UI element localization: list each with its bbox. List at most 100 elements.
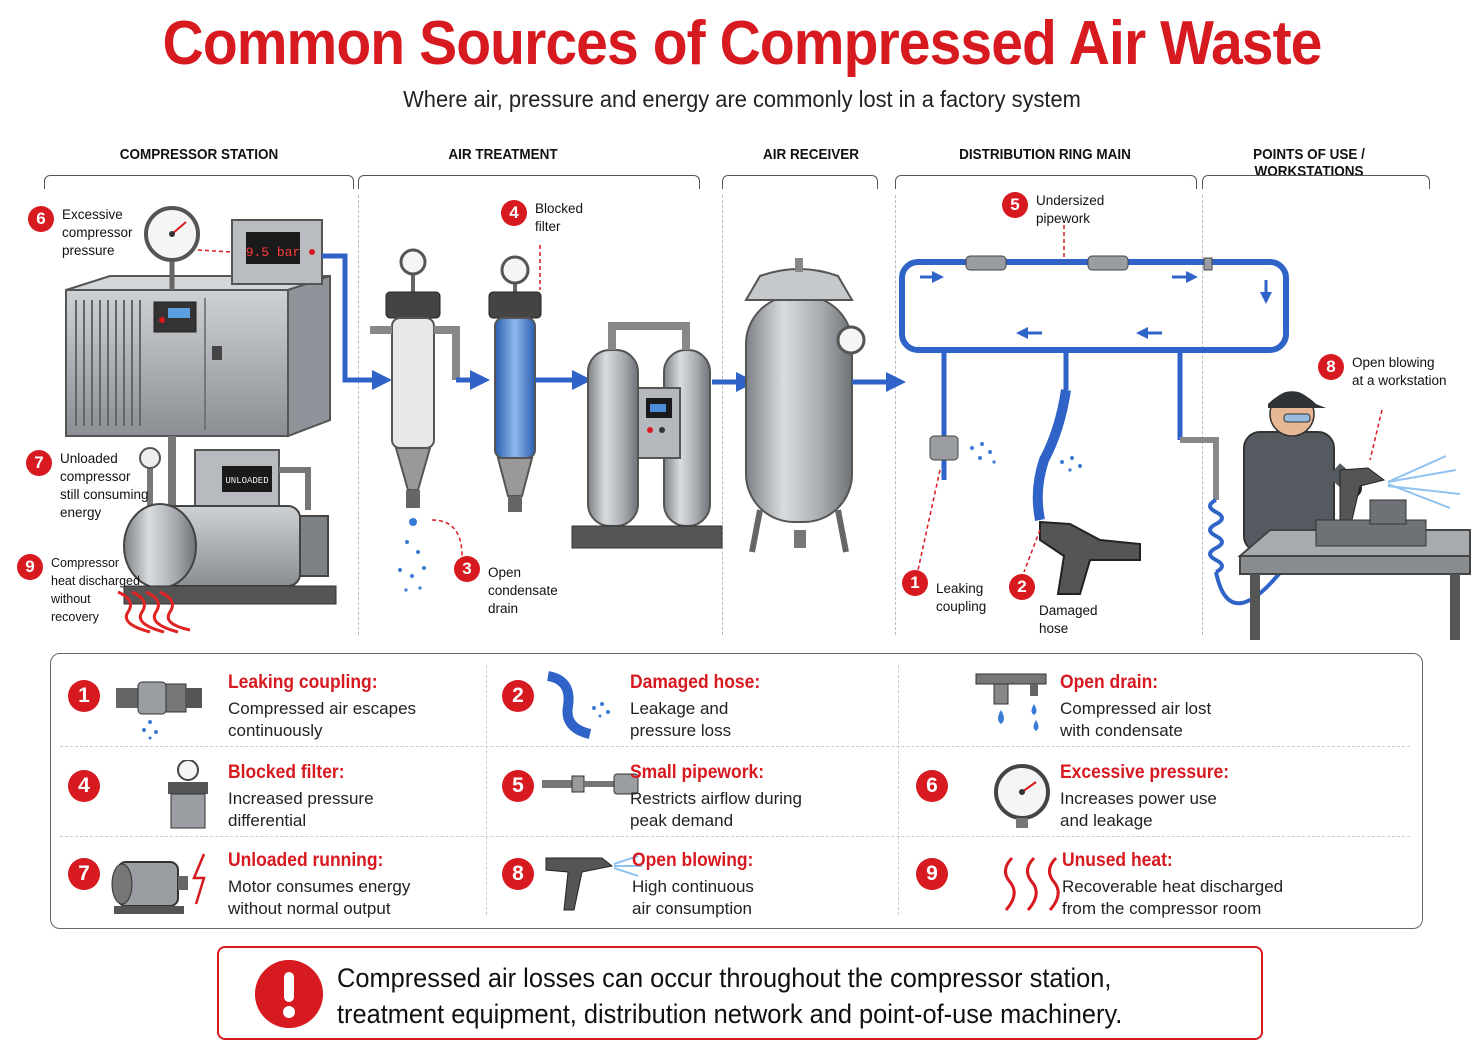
- legend-desc-line: and leakage: [1060, 811, 1153, 830]
- legend-desc-line: Compressed air escapes: [228, 699, 417, 718]
- callout-line: Leaking: [936, 581, 984, 596]
- callout-line: still consuming: [60, 487, 149, 502]
- system-illustration: 9.5 bar UNLOADED: [65, 206, 1471, 640]
- legend-title: Excessive pressure:: [1060, 762, 1230, 783]
- stage-divider: [1202, 195, 1203, 635]
- callout-badge: 7: [26, 450, 52, 476]
- callout-line: drain: [488, 601, 519, 616]
- blow-gun-icon: [545, 855, 642, 911]
- legend-desc-line: without normal output: [228, 899, 391, 918]
- stage-divider: [895, 195, 896, 635]
- legend-item-blocked-filter: 4 Blocked filter: Increased pressure dif…: [68, 760, 508, 840]
- callout-line: hose: [1039, 621, 1069, 636]
- legend-item-open-drain: Open drain: Compressed air lost with con…: [900, 670, 1340, 750]
- callout-badge: 8: [1318, 354, 1344, 380]
- legend-desc-line: Compressed air lost: [1060, 699, 1212, 718]
- callout-line: energy: [60, 505, 102, 520]
- callout-badge: 3: [454, 556, 480, 582]
- legend-title: Damaged hose:: [630, 672, 761, 693]
- callout-badge: 4: [501, 200, 527, 226]
- workbench: [1237, 499, 1471, 640]
- callout-undersized-pipework: 5 Undersized pipework: [1002, 192, 1104, 228]
- legend-desc-line: differential: [228, 811, 307, 830]
- summary-banner: Compressed air losses can occur througho…: [217, 946, 1263, 1040]
- callout-line: Damaged: [1039, 603, 1098, 618]
- air-receiver-tank: [744, 258, 866, 553]
- summary-line: treatment equipment, distribution networ…: [337, 999, 1123, 1029]
- callout-line: pipework: [1036, 211, 1091, 226]
- blocked-filter: [488, 255, 560, 512]
- legend-desc-line: Restricts airflow during: [630, 789, 802, 808]
- legend-badge: 6: [916, 770, 948, 802]
- legend-divider: [60, 746, 1410, 747]
- legend-desc-line: Recoverable heat discharged: [1062, 877, 1284, 896]
- legend-item-open-blowing: 8 Open blowing: High continuous air cons…: [502, 848, 942, 928]
- particulate-filter: [370, 248, 460, 508]
- legend-badge: 1: [68, 680, 100, 712]
- legend-desc-line: Increases power use: [1060, 789, 1217, 808]
- gauge-icon: [994, 764, 1050, 828]
- callout-unloaded-compressor: 7 Unloaded compressor still consuming en…: [26, 450, 149, 522]
- air-dryer: [571, 322, 723, 549]
- legend-badge: 8: [502, 858, 534, 890]
- callout-line: Undersized: [1036, 193, 1105, 208]
- legend-badge: 5: [502, 770, 534, 802]
- callout-line: without: [51, 592, 91, 606]
- coupling-icon: [116, 681, 202, 740]
- legend-item-leaking-coupling: 1 Leaking coupling: Compressed air escap…: [68, 670, 508, 750]
- callout-heat-discharged: 9 Compressor heat discharged without rec…: [17, 554, 140, 626]
- callout-line: Unloaded: [60, 451, 118, 466]
- legend-desc-line: Increased pressure: [228, 789, 374, 808]
- legend-desc-line: pressure loss: [630, 721, 732, 740]
- heat-waves-icon: [117, 590, 191, 634]
- legend-title: Open blowing:: [632, 850, 754, 871]
- legend-title: Leaking coupling:: [228, 672, 378, 693]
- alert-icon: [255, 960, 323, 1028]
- stage-divider: [358, 195, 359, 635]
- legend-desc-line: with condensate: [1060, 721, 1183, 740]
- stage-divider: [722, 195, 723, 635]
- callout-badge: 9: [17, 554, 43, 580]
- legend-desc-line: Leakage and: [630, 699, 729, 718]
- screw-compressor: UNLOADED: [123, 436, 337, 605]
- callout-badge: 1: [902, 570, 928, 596]
- callout-line: heat discharged: [51, 574, 140, 588]
- stage-label-compressor-station: COMPRESSOR STATION: [119, 146, 279, 163]
- stage-label-air-receiver: AIR RECEIVER: [762, 146, 860, 163]
- callout-open-drain: 3 Open condensate drain: [454, 556, 558, 618]
- pressure-gauge-compressor: [144, 206, 200, 290]
- unloaded-readout: UNLOADED: [225, 476, 268, 486]
- legend-desc-line: air consumption: [632, 899, 753, 918]
- legend-item-damaged-hose: 2 Damaged hose: Leakage and pressure los…: [502, 670, 942, 750]
- legend-title: Unused heat:: [1062, 850, 1173, 871]
- legend-desc-line: peak demand: [630, 811, 734, 830]
- legend-item-small-pipework: 5 Small pipework: Restricts airflow duri…: [502, 760, 942, 840]
- stage-bracket: [1202, 175, 1430, 189]
- callout-line: condensate: [488, 583, 558, 598]
- callout-line: coupling: [936, 599, 987, 614]
- callout-blocked-filter: 4 Blocked filter: [501, 200, 583, 236]
- ring-main-pipe: [899, 255, 1289, 353]
- legend-desc-line: continuously: [228, 721, 323, 740]
- workstation-operator: [1243, 391, 1386, 553]
- pipe-icon: [542, 773, 639, 795]
- callout-line: Excessive: [62, 207, 123, 222]
- stage-bracket: [358, 175, 700, 189]
- callout-excessive-pressure: 6 Excessive compressor pressure: [28, 206, 133, 260]
- stage-label-distribution-ring-main: DISTRIBUTION RING MAIN: [959, 146, 1131, 163]
- callout-line: compressor: [60, 469, 131, 484]
- callout-line: Open: [488, 565, 522, 580]
- legend-badge: 4: [68, 770, 100, 802]
- legend-item-excessive-pressure: 6 Excessive pressure: Increases power us…: [916, 760, 1356, 840]
- legend-panel: [50, 653, 1423, 929]
- callout-line: Blocked: [535, 201, 584, 216]
- callout-badge: 6: [28, 206, 54, 232]
- heat-waves-icon: [1004, 856, 1060, 911]
- compressor-unit: [65, 274, 331, 438]
- legend-badge: 9: [916, 858, 948, 890]
- legend-desc-line: Motor consumes energy: [228, 877, 411, 896]
- filter-icon: [168, 760, 208, 829]
- stage-bracket: [44, 175, 354, 189]
- legend-divider: [898, 665, 899, 915]
- legend-title: Small pipework:: [630, 762, 765, 783]
